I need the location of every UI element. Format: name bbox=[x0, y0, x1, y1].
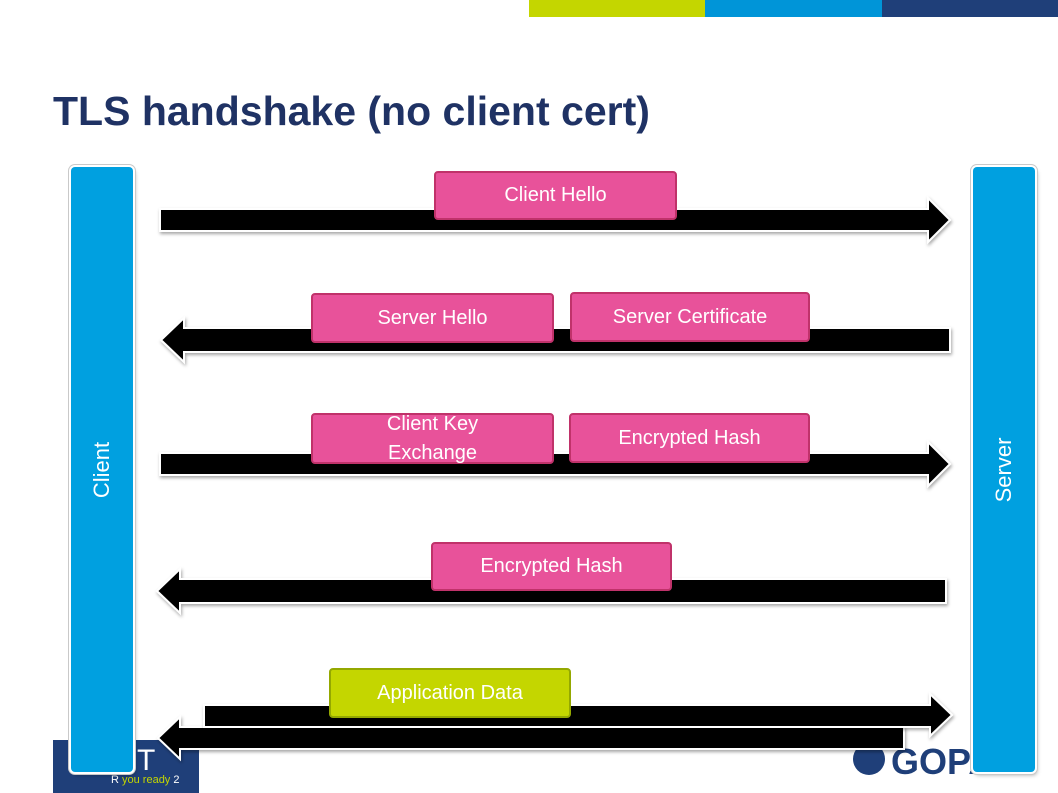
logo-left-tagline: R you ready 2 bbox=[111, 774, 180, 786]
top-bar-blue bbox=[705, 0, 882, 17]
server-lane: Server bbox=[973, 167, 1035, 772]
arrow-client-key-exchange bbox=[159, 439, 952, 489]
arrow-client-hello bbox=[159, 195, 952, 245]
message-encrypted-hash-client: Encrypted Hash bbox=[569, 413, 810, 463]
message-server-certificate: Server Certificate bbox=[570, 292, 810, 342]
message-encrypted-hash-server: Encrypted Hash bbox=[431, 542, 672, 591]
server-label: Server bbox=[991, 437, 1016, 502]
client-lane: Client bbox=[71, 167, 133, 772]
message-server-hello: Server Hello bbox=[311, 293, 554, 343]
arrow-server-hello bbox=[159, 315, 951, 365]
top-bar-green bbox=[529, 0, 705, 17]
page-title: TLS handshake (no client cert) bbox=[53, 88, 650, 134]
arrow-application-data-to-server bbox=[203, 691, 954, 739]
client-label: Client bbox=[89, 441, 114, 498]
top-bar-navy bbox=[882, 0, 1058, 17]
message-client-hello: Client Hello bbox=[434, 171, 677, 220]
arrow-encrypted-hash-server bbox=[155, 566, 947, 616]
message-application-data: Application Data bbox=[329, 668, 571, 718]
message-client-key-exchange: Client Key Exchange bbox=[311, 413, 554, 464]
